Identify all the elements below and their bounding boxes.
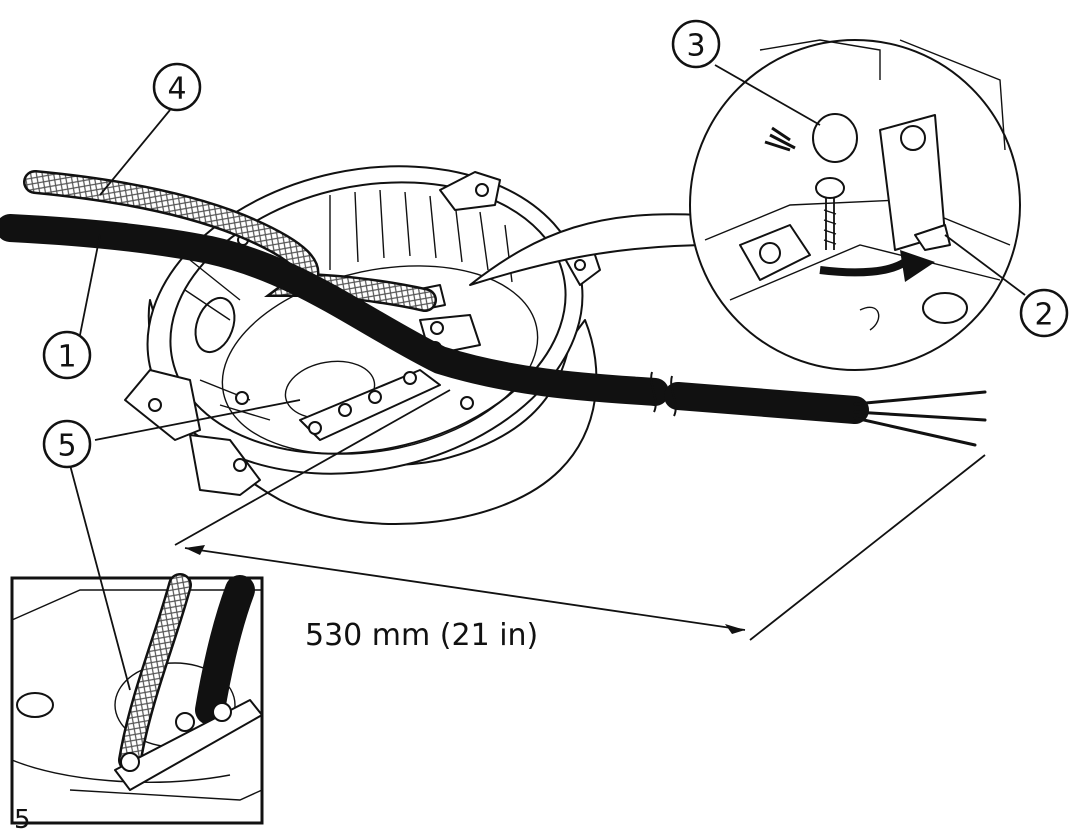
callout-1: 1: [42, 330, 92, 380]
callout-4-label: 4: [167, 72, 186, 107]
detail-contents: [704, 39, 1011, 331]
callout-3: 3: [671, 19, 721, 69]
braided-ground-cable: [23, 170, 437, 312]
callout-2: 2: [1019, 288, 1069, 338]
callout-3-label: 3: [686, 29, 705, 64]
dimension-label: 530 mm (21 in): [305, 618, 538, 653]
dimension-530mm: 530 mm (21 in): [174, 389, 986, 653]
detail-magnifier: [469, 39, 1021, 371]
callout-5: 5: [42, 419, 92, 469]
inset-corner-mark: 5: [14, 805, 31, 829]
leader-lines: [69, 64, 1026, 691]
black-power-cable: [0, 214, 987, 447]
callout-2-label: 2: [1034, 298, 1053, 333]
callout-4: 4: [152, 62, 202, 112]
inset-detail: 5: [10, 573, 264, 829]
callout-5-label: 5: [57, 429, 76, 464]
callout-1-label: 1: [57, 340, 76, 375]
